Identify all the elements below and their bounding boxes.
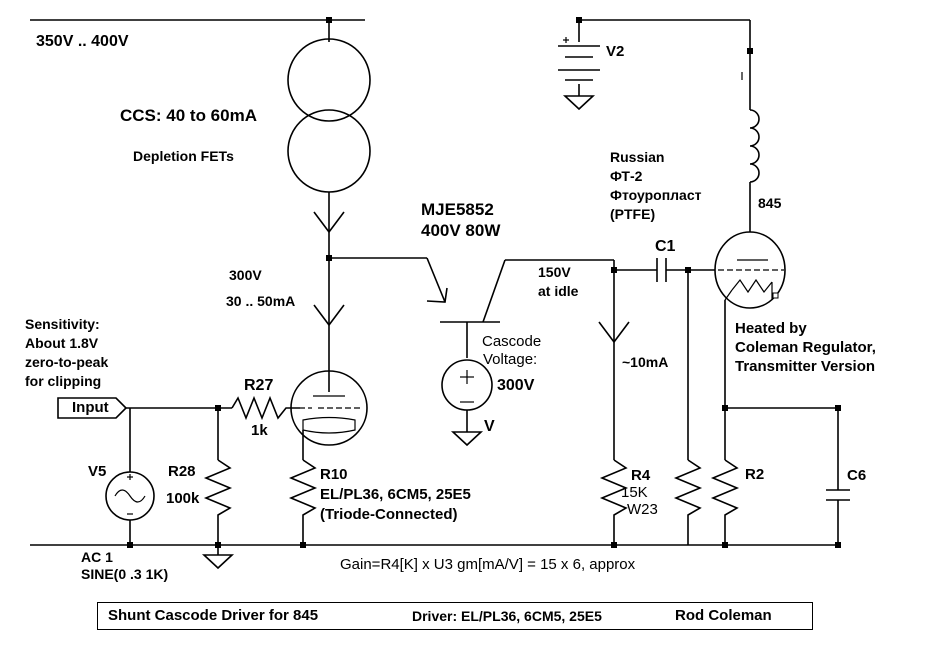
input-port-label: Input [72,399,109,416]
idle-note-label: at idle [538,283,579,299]
signal-source-v5 [105,471,155,545]
sensitivity-note-2: About 1.8V [25,335,99,351]
resistor-r4 [598,260,630,545]
r2-name: R2 [745,466,765,483]
v2-label: V2 [606,43,625,60]
r10-name: R10 [320,466,348,483]
resistor-r28 [203,459,233,545]
r28-value: 100k [166,490,200,507]
ptfe-note-3: Фтоуропласт [610,187,702,203]
resistor-r10 [288,459,318,545]
ccs-symbol [287,38,371,258]
supply-voltage-label: 350V .. 400V [36,33,129,50]
cascode-label-1: Cascode [482,333,542,350]
heater-note-1: Heated by [735,320,807,337]
output-tube-845 [714,200,786,309]
r4-type: W23 [627,501,658,518]
c1-label: C1 [655,238,676,255]
heater-note-2: Coleman Regulator, [735,339,876,356]
c6-name: C6 [847,467,867,484]
ptfe-note-1: Russian [610,149,665,165]
ptfe-note-2: ФТ-2 [610,168,643,184]
r4-name: R4 [631,467,651,484]
cascode-voltage-source [441,359,493,447]
r10-tube-types: EL/PL36, 6CM5, 25E5 [320,486,471,503]
idle-voltage-label: 150V [538,264,571,280]
r27-value: 1k [251,422,268,439]
r4-value: 15K [621,484,648,501]
node-voltage-label: 300V [229,267,262,283]
ccs-subtitle: Depletion FETs [133,148,234,164]
footer-author: Rod Coleman [675,607,772,624]
footer-title: Shunt Cascode Driver for 845 [108,607,319,624]
footer-driver: Driver: EL/PL36, 6CM5, 25E5 [412,608,602,624]
capacitor-c1 [614,258,715,545]
v5-ac-label: AC 1 [81,549,113,565]
ccs-title: CCS: 40 to 60mA [120,106,257,125]
r28-name: R28 [168,463,196,480]
r4-current-label: ~10mA [622,354,669,370]
sensitivity-note-4: for clipping [25,373,102,389]
ptfe-note-4: (PTFE) [610,206,656,222]
sensitivity-note-1: Sensitivity: [25,316,100,332]
tube-845-label: 845 [758,195,782,211]
battery-v2 [558,17,750,111]
node-300v-wire [313,255,448,375]
r27-name: R27 [244,377,274,394]
node-current-label: 30 .. 50mA [226,293,296,309]
sensitivity-note-3: zero-to-peak [25,354,109,370]
transistor-rating-label: 400V 80W [421,221,501,240]
cascode-label-2: Voltage: [483,351,538,368]
v5-sine-label: SINE(0 .3 1K) [81,566,169,582]
cascode-source-name: V [484,418,495,435]
input-path [126,395,300,472]
r10-triode-note: (Triode-Connected) [320,506,458,523]
cascode-voltage-value: 300V [497,377,535,394]
heater-note-3: Transmitter Version [735,358,876,375]
input-port-flag [57,397,128,419]
transistor-mje5852 [440,259,614,358]
transistor-part-label: MJE5852 [421,200,494,219]
output-choke [741,20,760,200]
driver-triode [290,370,368,460]
capacitor-c6 [826,408,850,545]
v5-name: V5 [88,463,107,480]
title-block [97,602,813,630]
gain-formula: Gain=R4[K] x U3 gm[mA/V] = 15 x 6, appro… [340,556,636,573]
